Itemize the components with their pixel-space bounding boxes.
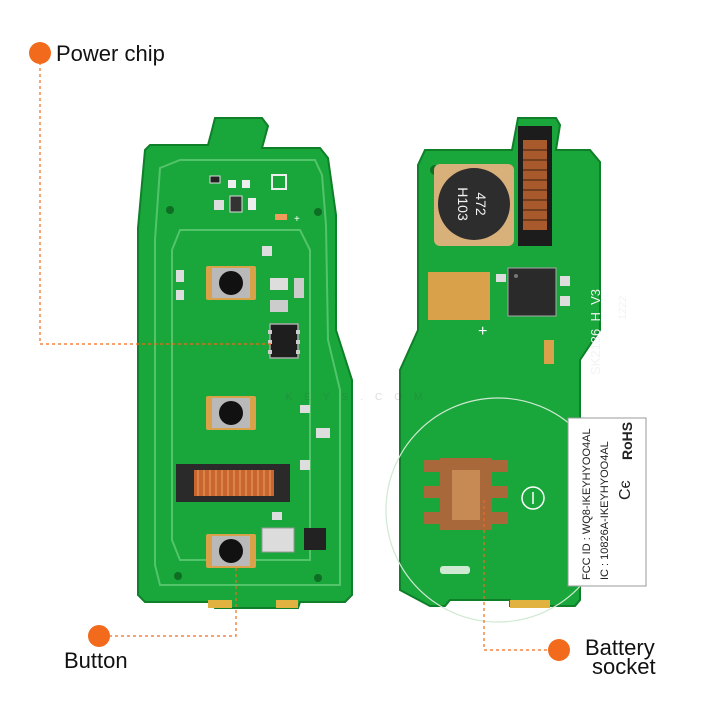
battery-socket [424,458,508,530]
battery-socket-label-line1: Battery [585,635,655,660]
callout-lines [39,62,552,651]
power-chip-leader-line [39,62,272,345]
ce-mark-text: Cє [617,480,634,500]
model-marking: SK2136_H_V3 [588,289,603,375]
tactile-button-2 [206,396,256,430]
minus-mark-icon [521,486,545,510]
smd-components-side [176,246,330,470]
battery-socket-callout-dot [548,639,570,661]
recycle-mark-icon [608,262,628,282]
battery-contact-pad [428,272,490,320]
tactile-button-3 [206,534,256,568]
rohs-text: RoHS [619,422,635,460]
smd-components-top: + [209,174,300,225]
svg-text:+: + [478,323,487,340]
left-pcb-board: + [137,117,353,609]
battery-leader-line [483,500,552,651]
inductor-marking-bottom: H103 [455,187,471,221]
power-chip-label: Power chip [56,41,165,66]
fcc-id-text: FCC ID : WQ8-IKEYHYOO4AL [581,428,593,580]
fcc-label-sticker: FCC ID : WQ8-IKEYHYOO4AL IC : 10826A-IKE… [567,417,647,587]
battery-socket-label-line2: socket [592,654,656,679]
antenna-coil [176,464,290,502]
year-marking: 1222 [617,296,629,320]
button-label: Button [64,648,128,673]
power-chip [268,323,300,359]
watermark-text: KEYS.COM [286,392,435,403]
main-ic [496,267,570,364]
small-pad [440,566,470,574]
watermark: KEYS.COM [286,392,435,403]
button-leader-line [110,568,237,637]
button-callout-dot [88,625,110,647]
power-chip-callout-dot [29,42,51,64]
inductor-marking-top: 472 [473,192,489,216]
svg-text:+: + [294,214,300,225]
inductor-472: 472 H103 [434,164,514,246]
crystal-oscillator [261,512,326,553]
tactile-button-1 [206,266,256,300]
logo-mark-icon [612,370,628,380]
ic-text: IC : 10826A-IKEYHYOO4AL [599,441,611,580]
right-pcb-board: 472 H103 + [385,117,647,623]
coil-component [518,126,552,246]
